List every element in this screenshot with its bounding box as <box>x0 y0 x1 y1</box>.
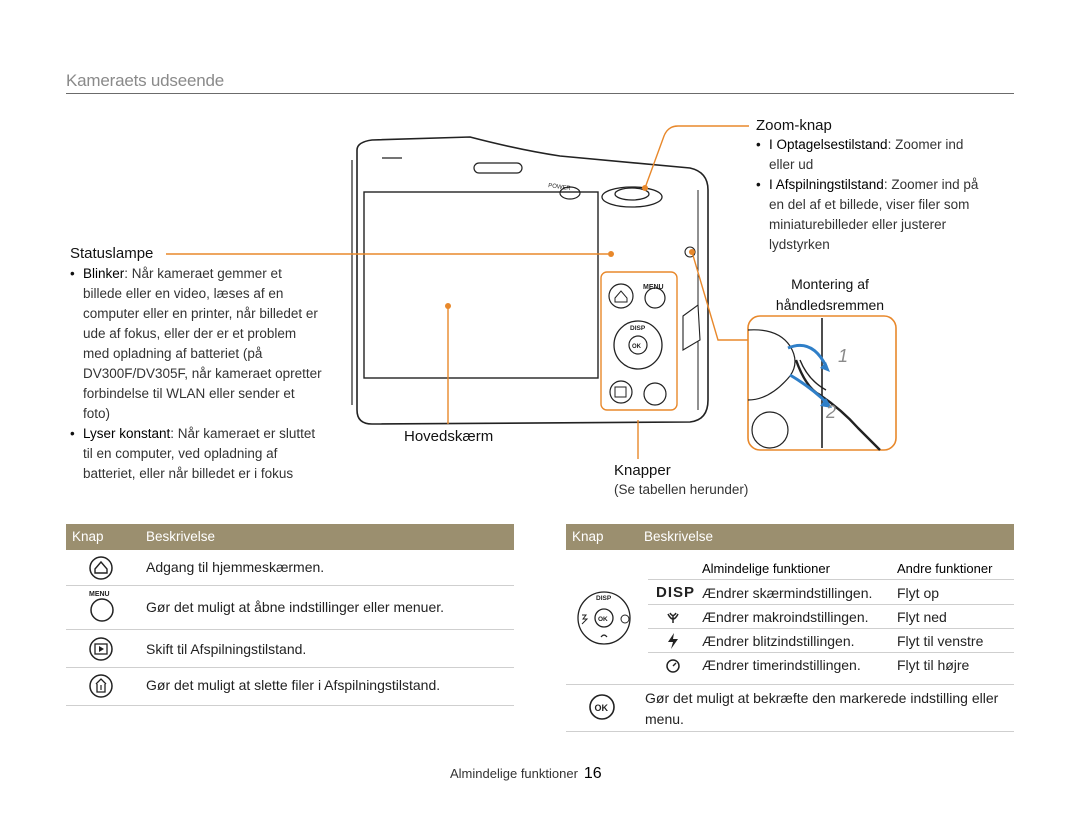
ok-row-text-1: Gør det muligt at bekræfte den markerede… <box>645 690 999 706</box>
svg-text:OK: OK <box>598 616 608 623</box>
strap-inset: 1 2 <box>747 315 897 451</box>
nav-row-other: Flyt ned <box>897 609 947 625</box>
table-row: MENU Gør det muligt at åbne indstillinge… <box>66 586 514 630</box>
delete-icon <box>89 674 113 698</box>
right-col-description: Beskrivelse <box>644 529 714 544</box>
inner-rule <box>648 628 1014 629</box>
svg-text:MENU: MENU <box>643 284 664 291</box>
macro-icon <box>667 612 679 623</box>
zoom-title: Zoom-knap <box>756 117 832 134</box>
zoom-item-playback: I Afspilningstilstand: Zoomer ind på en … <box>756 175 992 255</box>
table-rule <box>566 684 1014 685</box>
svg-text:DISP: DISP <box>596 595 612 602</box>
ok-icon: OK <box>589 694 615 720</box>
right-col-button: Knap <box>572 529 604 544</box>
right-table-header: Knap Beskrivelse <box>566 524 1014 550</box>
zoom-item-shooting: I Optagelsestilstand: Zoomer ind eller u… <box>756 135 992 175</box>
page-number: 16 <box>583 765 602 782</box>
status-lamp-item-steady: Lyser konstant: Når kameraet er sluttet … <box>70 424 322 484</box>
status-lamp-title: Statuslampe <box>70 245 154 262</box>
disp-icon: DISP <box>656 584 696 601</box>
ok-row-text-2: menu. <box>645 711 684 727</box>
timer-icon <box>666 659 680 673</box>
button-panel: MENU DISP OK <box>600 271 678 411</box>
section-title: Kameraets udseende <box>66 71 225 90</box>
row-description: Gør det muligt at åbne indstillinger ell… <box>146 599 445 615</box>
title-rule <box>66 93 1014 94</box>
power-label: POWER <box>548 183 572 192</box>
status-lamp-list: Blinker: Når kameraet gemmer et billede … <box>70 264 322 484</box>
inner-rule <box>648 604 1014 605</box>
svg-text:MENU: MENU <box>89 591 110 598</box>
row-description: Skift til Afspilningstilstand. <box>146 641 307 657</box>
table-row: Adgang til hjemmeskærmen. <box>66 550 514 586</box>
table-rule <box>566 731 1014 732</box>
svg-text:2: 2 <box>825 402 836 422</box>
nav-row-general: Ændrer timerindstillingen. <box>702 657 861 673</box>
buttons-label: Knapper <box>614 462 671 479</box>
footer-text: Almindelige funktioner <box>450 766 578 781</box>
nav-row-general: Ændrer blitzindstillingen. <box>702 633 855 649</box>
zoom-list: I Optagelsestilstand: Zoomer ind eller u… <box>756 135 992 255</box>
main-screen-outline <box>363 191 599 379</box>
nav-row-general: Ændrer skærmindstillingen. <box>702 585 873 601</box>
flash-icon <box>668 633 678 649</box>
subhead-other: Andre funktioner <box>897 561 993 576</box>
svg-text:OK: OK <box>632 344 642 350</box>
status-lamp-item-blinking: Blinker: Når kameraet gemmer et billede … <box>70 264 322 424</box>
svg-text:OK: OK <box>595 703 609 713</box>
left-col-button: Knap <box>72 529 104 544</box>
strap-label: Montering af håndledsremmen <box>775 276 885 313</box>
table-row: Gør det muligt at slette filer i Afspiln… <box>66 668 514 706</box>
left-col-description: Beskrivelse <box>146 529 216 544</box>
svg-text:1: 1 <box>838 346 848 366</box>
menu-button-icon: MENU <box>89 591 114 622</box>
nav-row-other: Flyt op <box>897 585 940 601</box>
svg-text:DISP: DISP <box>630 325 646 332</box>
table-row: Skift til Afspilningstilstand. <box>66 630 514 668</box>
row-description: Gør det muligt at slette filer i Afspiln… <box>146 677 441 693</box>
left-table-header: Knap Beskrivelse <box>66 524 514 550</box>
home-icon <box>89 556 113 580</box>
playback-icon <box>89 637 113 661</box>
nav-cluster-icon: DISP OK <box>577 591 631 645</box>
nav-row-other: Flyt til venstre <box>897 633 984 649</box>
inner-rule <box>648 652 1014 653</box>
nav-row-other: Flyt til højre <box>897 657 970 673</box>
row-description: Adgang til hjemmeskærmen. <box>146 559 325 575</box>
status-lamp-dot <box>608 251 614 257</box>
camera-body <box>351 136 709 425</box>
main-screen-label: Hovedskærm <box>404 428 494 445</box>
footer: Almindelige funktioner 16 <box>450 765 602 783</box>
nav-row-general: Ændrer makroindstillingen. <box>702 609 869 625</box>
subhead-general: Almindelige funktioner <box>702 561 830 576</box>
buttons-sub: (Se tabellen herunder) <box>614 482 749 497</box>
inner-header-rule <box>648 579 1014 580</box>
